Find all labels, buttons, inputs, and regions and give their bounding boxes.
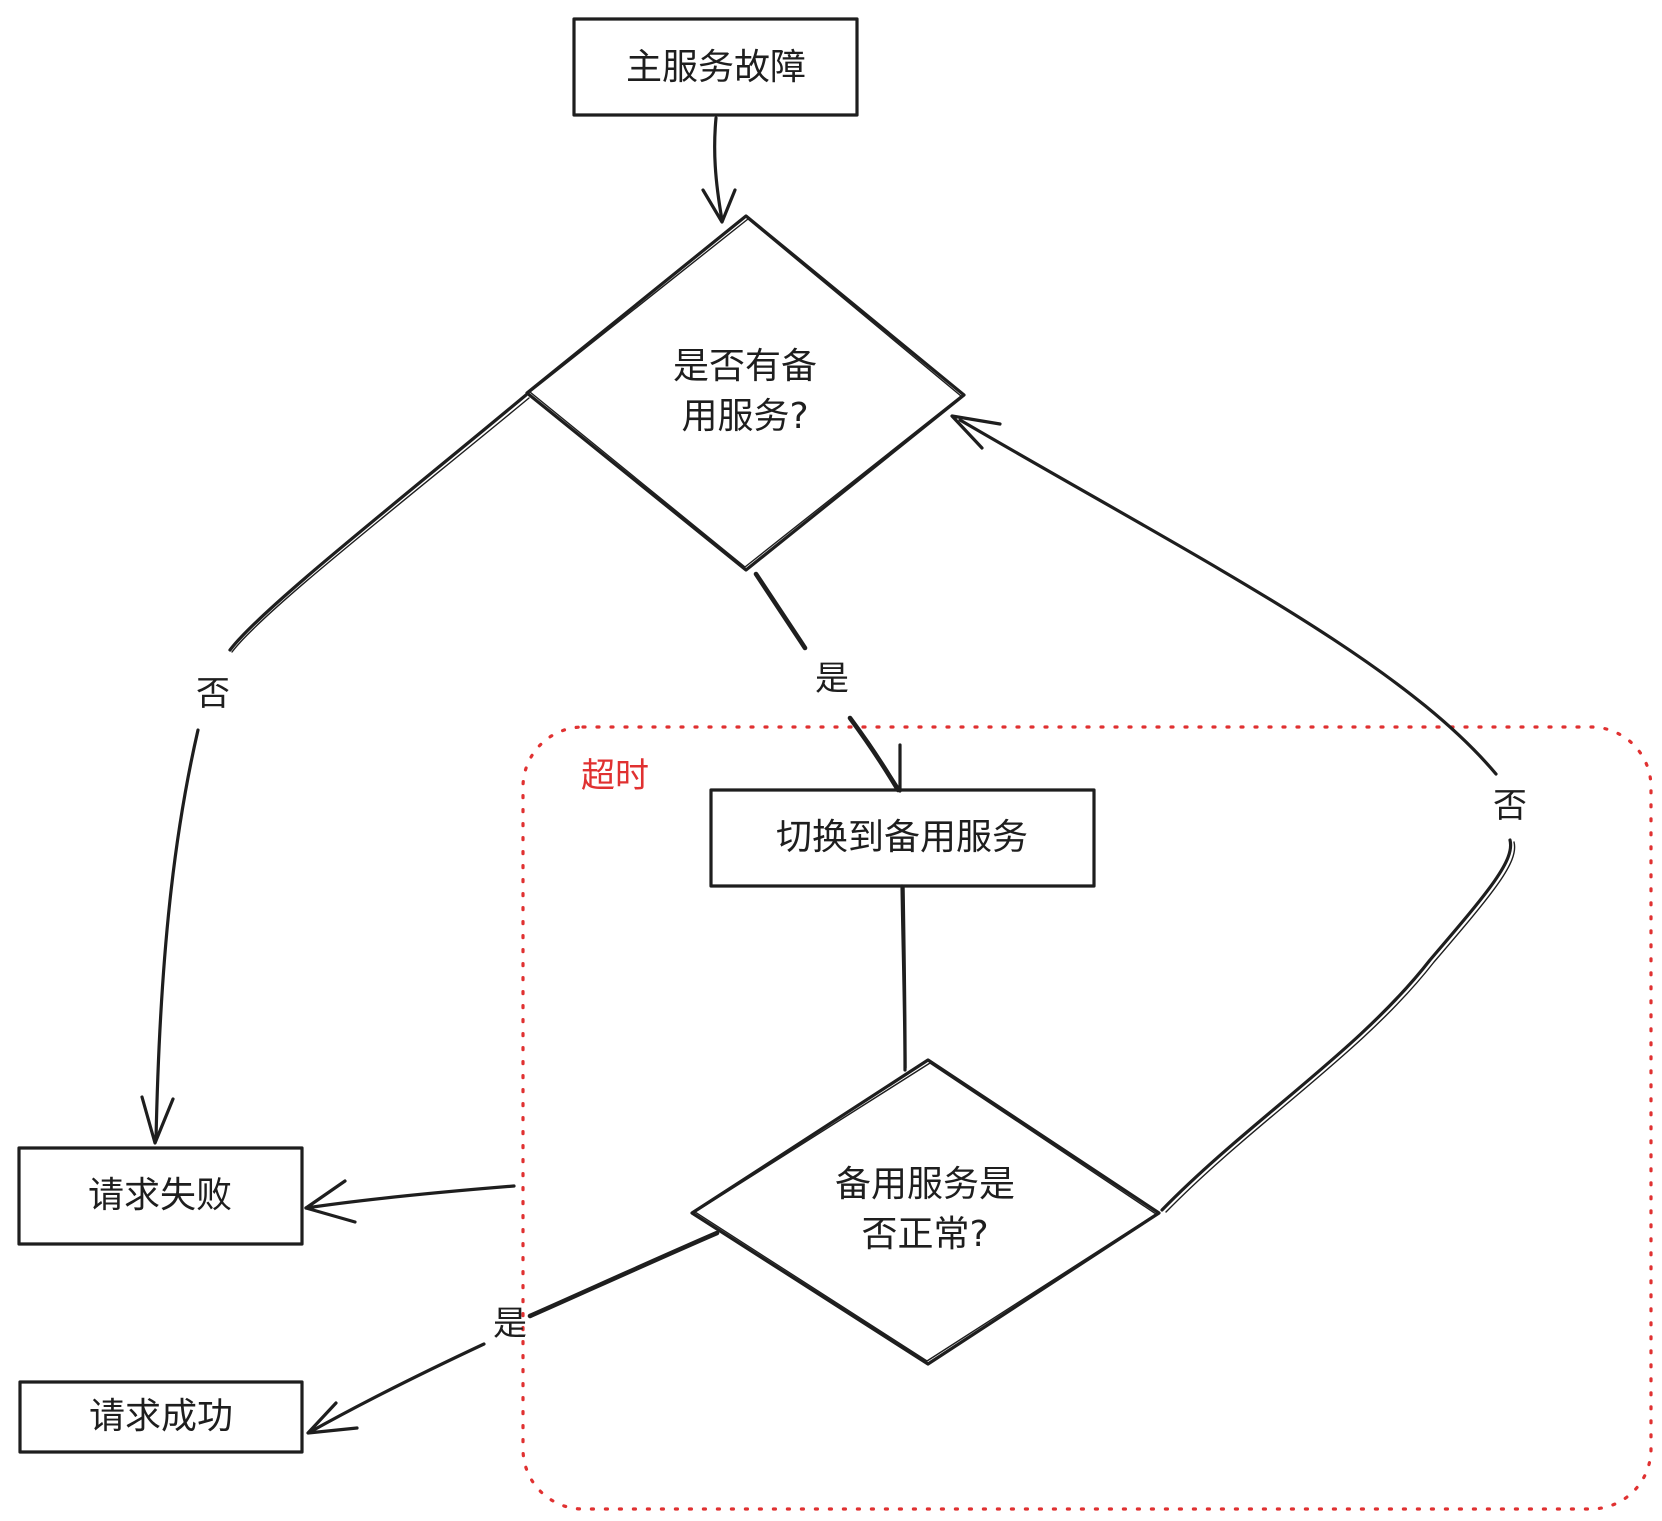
- node-request-failed-label: 请求失败: [88, 1175, 232, 1216]
- node-backup-ok-label-line2: 否正常?: [861, 1214, 988, 1255]
- timeout-group-label: 超时: [581, 756, 649, 796]
- edge-decision-no-to-failed: [140, 393, 530, 1145]
- edge-switch-to-check: [900, 884, 907, 1072]
- edge-label-yes-bottom: 是: [493, 1304, 527, 1344]
- node-primary-failure: 主服务故障: [572, 17, 859, 117]
- timeout-group-border: [521, 725, 1653, 1511]
- edge-label-no-right: 否: [1493, 786, 1527, 826]
- node-has-backup-decision: 是否有备 用服务?: [525, 214, 966, 572]
- edge-check-no-loop-back: [950, 414, 1516, 1213]
- node-request-success: 请求成功: [18, 1380, 304, 1454]
- node-switch-backup-label: 切换到备用服务: [776, 817, 1028, 858]
- node-backup-ok-label-line1: 备用服务是: [835, 1164, 1015, 1205]
- timeout-group: 超时: [521, 725, 1653, 1511]
- node-switch-backup: 切换到备用服务: [709, 788, 1096, 888]
- node-backup-ok-decision: 备用服务是 否正常?: [690, 1058, 1161, 1366]
- node-request-failed: 请求失败: [17, 1146, 304, 1246]
- node-request-success-label: 请求成功: [89, 1396, 233, 1437]
- edge-failure-to-decision: [701, 116, 737, 224]
- edge-check-yes-to-success: [306, 1230, 720, 1435]
- edge-timeout-to-failed: [304, 1179, 516, 1224]
- node-has-backup-label-line2: 用服务?: [681, 396, 808, 437]
- node-primary-failure-label: 主服务故障: [626, 47, 806, 88]
- edge-label-yes-middle: 是: [815, 659, 849, 699]
- edge-label-no-left: 否: [196, 674, 230, 714]
- node-has-backup-label-line1: 是否有备: [673, 346, 817, 387]
